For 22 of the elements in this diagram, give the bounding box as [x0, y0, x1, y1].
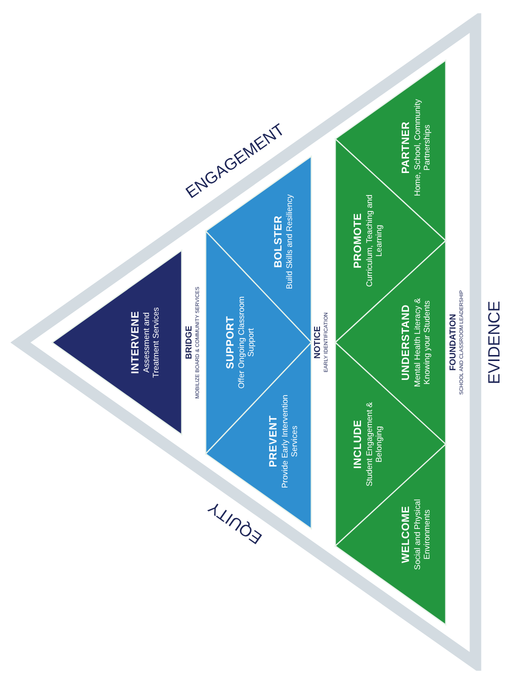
tier-heading: FOUNDATION	[448, 314, 458, 371]
segment-description: Assessment and Treatment Services	[141, 306, 161, 380]
segment-heading: PROMOTE	[352, 212, 364, 270]
segment-description: Curriculum, Teaching and Learning	[364, 194, 384, 289]
segment-heading: WELCOME	[400, 504, 412, 566]
segment-description: Social and Physical Environments	[412, 498, 432, 572]
segment-description: Provide Early Intervention Services	[280, 394, 299, 490]
segment-heading: INCLUDE	[352, 418, 364, 471]
segment-heading: INTERVENE	[130, 310, 142, 376]
tier-heading: BRIDGE	[184, 326, 194, 360]
tier-heading: NOTICE	[312, 326, 322, 359]
side-label: EVIDENCE	[486, 300, 504, 384]
segment-heading: PREVENT	[268, 414, 280, 470]
segment-heading: PARTNER	[400, 120, 412, 176]
segment-description: Offer Ongoing Classroom Support	[236, 295, 256, 391]
segment-description: Student Engagement & Belonging	[364, 401, 384, 488]
segment-heading: UNDERSTAND	[400, 303, 412, 382]
segment-heading: BOLSTER	[272, 214, 284, 270]
segment-description: Home, School, Community Partnerships	[412, 98, 432, 198]
segment-description: Build Skills and Resiliency	[284, 194, 294, 290]
segment-heading: SUPPORT	[224, 314, 236, 372]
segment-description: Mental Health Literacy & Knowing your Students	[412, 297, 432, 389]
